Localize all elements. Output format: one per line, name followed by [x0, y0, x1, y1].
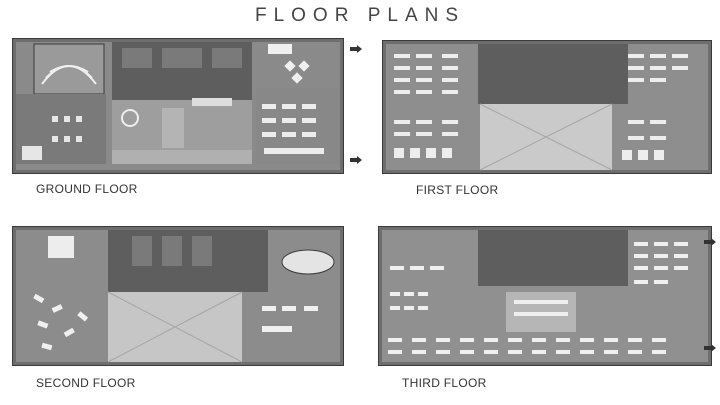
first-floor-label: FIRST FLOOR: [416, 183, 499, 197]
entry-arrow-icon: [350, 156, 362, 164]
first-floor-plan: [382, 40, 712, 174]
second-floor-label: SECOND FLOOR: [36, 376, 136, 390]
entry-arrow-icon: [704, 238, 716, 246]
page-title: FLOOR PLANS: [254, 5, 466, 26]
second-floor-plan: [12, 226, 344, 366]
ground-floor-plan: [12, 38, 344, 174]
entry-arrow-icon: [350, 45, 362, 53]
third-floor-label: THIRD FLOOR: [402, 376, 487, 390]
ground-floor-label: GROUND FLOOR: [36, 182, 138, 196]
entry-arrow-icon: [704, 344, 716, 352]
third-floor-plan: [378, 226, 712, 366]
